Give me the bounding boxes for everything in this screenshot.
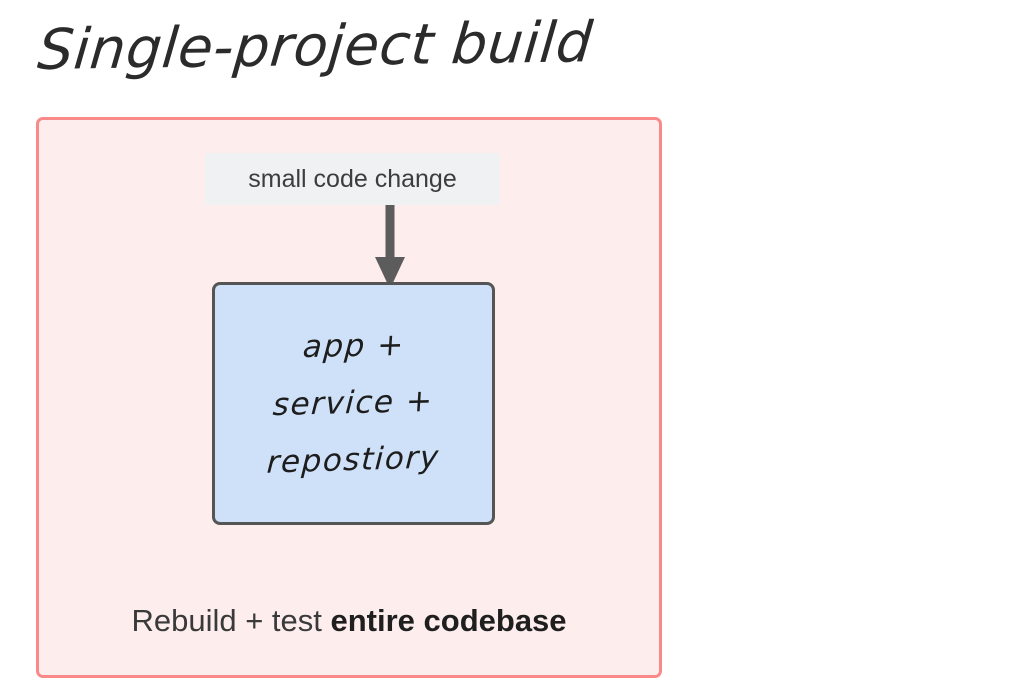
arrow-down-icon (369, 205, 411, 295)
module-box-monolith: app + service + repostiory (212, 282, 495, 525)
module-line-service: service + (272, 382, 435, 424)
module-line-repostiory: repostiory (266, 439, 441, 481)
small-code-change-text: small code change (248, 164, 457, 193)
small-code-change-label: small code change (205, 153, 500, 205)
module-line-app: app + (301, 326, 406, 366)
rebuild-caption: Rebuild + test entire codebase (39, 603, 659, 639)
page-title: Single-project build (35, 10, 596, 83)
rebuild-caption-emphasis: entire codebase (330, 603, 567, 638)
single-project-build-container: small code change app + service + repost… (36, 117, 662, 678)
rebuild-caption-prefix: Rebuild + test (131, 603, 331, 638)
